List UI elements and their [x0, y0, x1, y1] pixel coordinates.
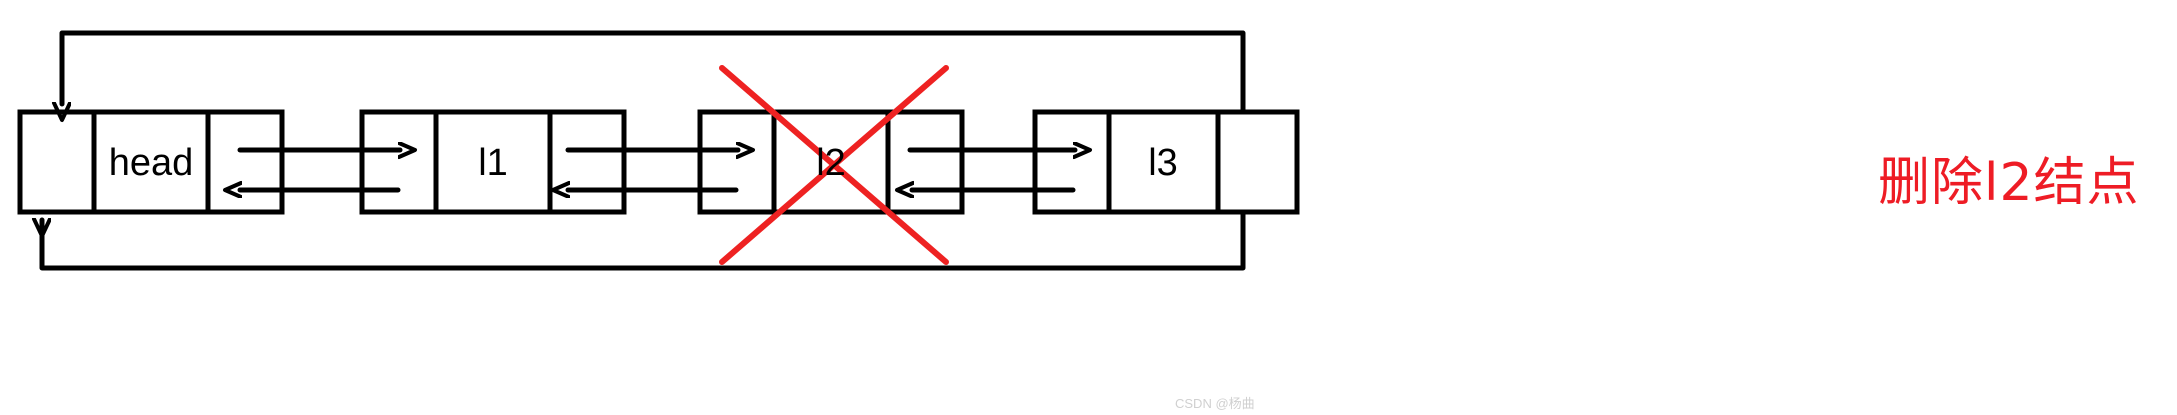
- red-cross-stroke-2: [719, 65, 949, 265]
- node-l3: [1032, 109, 1300, 215]
- wrap-arrow-l3-to-head: [62, 30, 1246, 112]
- nodes-layer: [17, 109, 1300, 215]
- deletion-mark-layer: [719, 65, 949, 265]
- node-label-l3: l3: [1148, 142, 1178, 184]
- node-label-l2: l2: [816, 142, 846, 184]
- node-l1: [359, 109, 627, 215]
- deletion-annotation-text: 删除l2结点: [1878, 153, 2140, 213]
- node-label-l1: l1: [478, 142, 508, 184]
- csdn-watermark: CSDN @杨曲: [1175, 396, 1255, 411]
- node-l2: [697, 109, 965, 215]
- wrap-arrows-layer: [42, 30, 1246, 271]
- node-head: [17, 109, 285, 215]
- wrap-arrow-head-to-l3: [42, 209, 1246, 271]
- node-label-head: head: [108, 142, 194, 184]
